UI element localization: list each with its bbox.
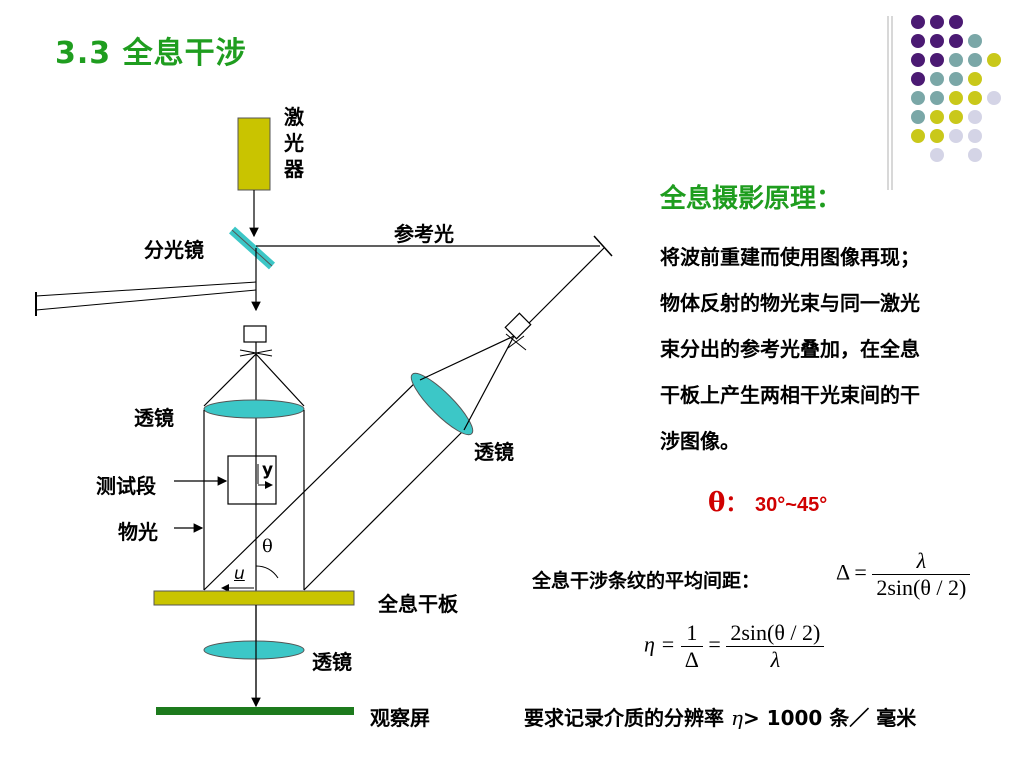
decorative-dot (968, 34, 982, 48)
decorative-dot (968, 110, 982, 124)
decorative-dot (930, 129, 944, 143)
lens-bottom (203, 640, 305, 660)
decorative-dot (987, 91, 1001, 105)
observation-screen (156, 707, 354, 715)
principle-line: 物体反射的物光束与同一激光 (660, 291, 920, 315)
requirement-suffix: > 1000 条／ 毫米 (742, 706, 917, 730)
u-label: u (234, 564, 245, 584)
principle-line: 束分出的参考光叠加，在全息 (660, 337, 920, 361)
eta-fraction-1: 1 Δ (680, 620, 703, 673)
decorative-dot (968, 53, 982, 67)
lens-bottom-label: 透镜 (312, 650, 352, 674)
decorative-dot (911, 15, 925, 29)
decorative-dot (911, 129, 925, 143)
decorative-dot (949, 53, 963, 67)
fringe-lhs: Δ = (836, 559, 867, 585)
theta-arc (255, 565, 279, 579)
slide-title: 3.3 全息干涉 (55, 36, 247, 71)
principle-line: 干板上产生两相干光束间的干 (660, 383, 920, 407)
holography-diagram (35, 117, 613, 715)
decorative-dot (949, 129, 963, 143)
lens-left (203, 399, 305, 419)
eta-frac2-denominator: λ (726, 646, 825, 673)
test-section (227, 455, 277, 505)
eta-fraction-2: 2sin(θ / 2) λ (726, 620, 825, 673)
fringe-spacing-label: 全息干涉条纹的平均间距： (532, 570, 761, 592)
decorative-dot (930, 148, 944, 162)
reference-mirror (593, 235, 613, 257)
requirement-prefix: 要求记录介质的分辨率 (524, 706, 724, 730)
laser (237, 117, 271, 191)
angle-range: θ： 30°~45° (708, 486, 827, 518)
decorative-dot (987, 53, 1001, 67)
y-axis-label: y (262, 460, 274, 480)
laser-label: 激 光 器 (284, 105, 304, 181)
eta-frac2-numerator: 2sin(θ / 2) (730, 620, 821, 645)
principle-line: 将波前重建而使用图像再现； (660, 245, 920, 269)
decorative-dot (930, 110, 944, 124)
spatial-filter-left (243, 325, 267, 343)
eta-lhs: η = (644, 631, 676, 657)
principle-body: 将波前重建而使用图像再现； 物体反射的物光束与同一激光 束分出的参考光叠加，在全… (660, 234, 1000, 464)
fringe-denominator: 2sin(θ / 2) (872, 574, 971, 601)
principle-title: 全息摄影原理： (660, 184, 843, 214)
hologram-plate (153, 590, 355, 606)
eta-frac1-numerator: 1 (686, 620, 698, 645)
decorative-dot (911, 110, 925, 124)
decorative-dot (911, 34, 925, 48)
theta-range-value: 30°~45° (755, 494, 828, 516)
eta-frac1-denominator: Δ (680, 646, 703, 673)
resolution-formula: η = 1 Δ = 2sin(θ / 2) λ (644, 620, 825, 673)
screen-label: 观察屏 (370, 706, 430, 730)
decorative-dot (949, 34, 963, 48)
decorative-dot (968, 72, 982, 86)
theta-symbol: θ (708, 488, 726, 518)
decorative-dot (949, 72, 963, 86)
decorative-dot (930, 53, 944, 67)
fringe-fraction: λ 2sin(θ / 2) (872, 548, 971, 601)
decorative-dot (930, 72, 944, 86)
reference-light-label: 参考光 (394, 222, 454, 246)
theta-colon: ： (725, 492, 748, 517)
beam-splitter-label: 分光镜 (144, 238, 204, 262)
decorative-dot (911, 72, 925, 86)
decorative-dot (949, 110, 963, 124)
decorative-dot (968, 91, 982, 105)
decorative-dot (911, 91, 925, 105)
decorative-dot (911, 53, 925, 67)
theta-label: θ (262, 536, 273, 557)
spatial-filter-right (504, 312, 532, 340)
requirement-eta: η (730, 706, 743, 730)
test-section-label: 测试段 (96, 474, 156, 498)
decorative-dot (968, 148, 982, 162)
decorative-dot-grid (887, 15, 1001, 190)
decorative-dot (930, 91, 944, 105)
decorative-dot (949, 15, 963, 29)
fringe-numerator: λ (916, 548, 927, 573)
decorative-dot (930, 15, 944, 29)
eta-equals: = (708, 631, 721, 657)
fringe-spacing-formula: Δ = λ 2sin(θ / 2) (836, 548, 971, 601)
lens-right (410, 372, 474, 436)
decorative-dot (968, 129, 982, 143)
lens-left-label: 透镜 (134, 406, 174, 430)
hologram-plate-label: 全息干板 (378, 592, 458, 616)
decorative-dot (949, 91, 963, 105)
principle-line: 涉图像。 (660, 429, 740, 453)
lens-right-label: 透镜 (474, 440, 514, 464)
decorative-dot (930, 34, 944, 48)
object-light-label: 物光 (118, 520, 158, 544)
resolution-requirement: 要求记录介质的分辨率 η> 1000 条／ 毫米 (524, 702, 916, 731)
